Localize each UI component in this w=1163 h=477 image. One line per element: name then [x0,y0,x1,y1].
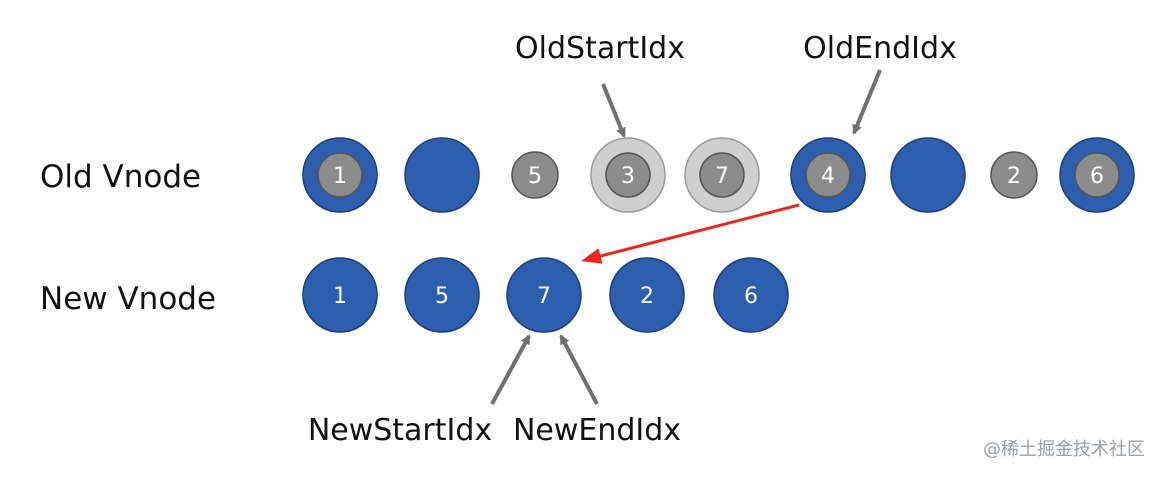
watermark: @稀土掘金技术社区 [983,439,1145,460]
new-end-idx-label: NewEndIdx [512,413,682,448]
old-vnode-row: 1 5 3 7 4 2 6 [302,137,1135,213]
old-vnode-3: 3 [590,137,666,213]
old-vnode-number: 7 [715,164,729,189]
new-start-idx-label: NewStartIdx [307,413,493,448]
move-arrow-red [581,203,800,264]
old-vnode-label: Old Vnode [40,159,202,195]
old-vnode-blank-6 [890,137,966,213]
old-vnode-number: 5 [528,164,542,189]
old-vnode-5: 5 [511,151,559,199]
new-vnode-number: 6 [744,284,758,309]
new-vnode-number: 1 [333,284,347,309]
old-vnode-number: 3 [621,164,635,189]
old-start-idx-label: OldStartIdx [515,31,685,66]
old-vnode-number: 2 [1007,164,1021,189]
new-start-arrow [490,334,531,405]
old-vnode-2: 2 [990,151,1038,199]
new-vnode-1: 1 [302,257,378,333]
new-vnode-2: 2 [609,257,685,333]
old-end-idx-label: OldEndIdx [803,31,957,66]
new-vnode-label: New Vnode [40,281,217,317]
old-vnode-7: 7 [684,137,760,213]
pointer-arrows [490,69,882,405]
new-end-arrow [559,334,599,405]
old-start-arrow [601,83,626,138]
new-vnode-row: 1 5 7 2 6 [302,257,789,333]
old-vnode-number: 4 [821,164,835,189]
old-vnode-6: 6 [1059,137,1135,213]
new-vnode-7: 7 [506,257,582,333]
old-vnode-number: 1 [333,164,347,189]
old-end-arrow [852,69,882,135]
old-vnode-blank-1 [404,137,480,213]
old-vnode-number: 6 [1090,164,1104,189]
old-vnode-4: 4 [790,137,866,213]
new-vnode-5: 5 [404,257,480,333]
new-vnode-number: 5 [435,284,449,309]
new-vnode-6: 6 [713,257,789,333]
new-vnode-number: 7 [537,284,551,309]
new-vnode-number: 2 [640,284,654,309]
old-vnode-1: 1 [302,137,378,213]
